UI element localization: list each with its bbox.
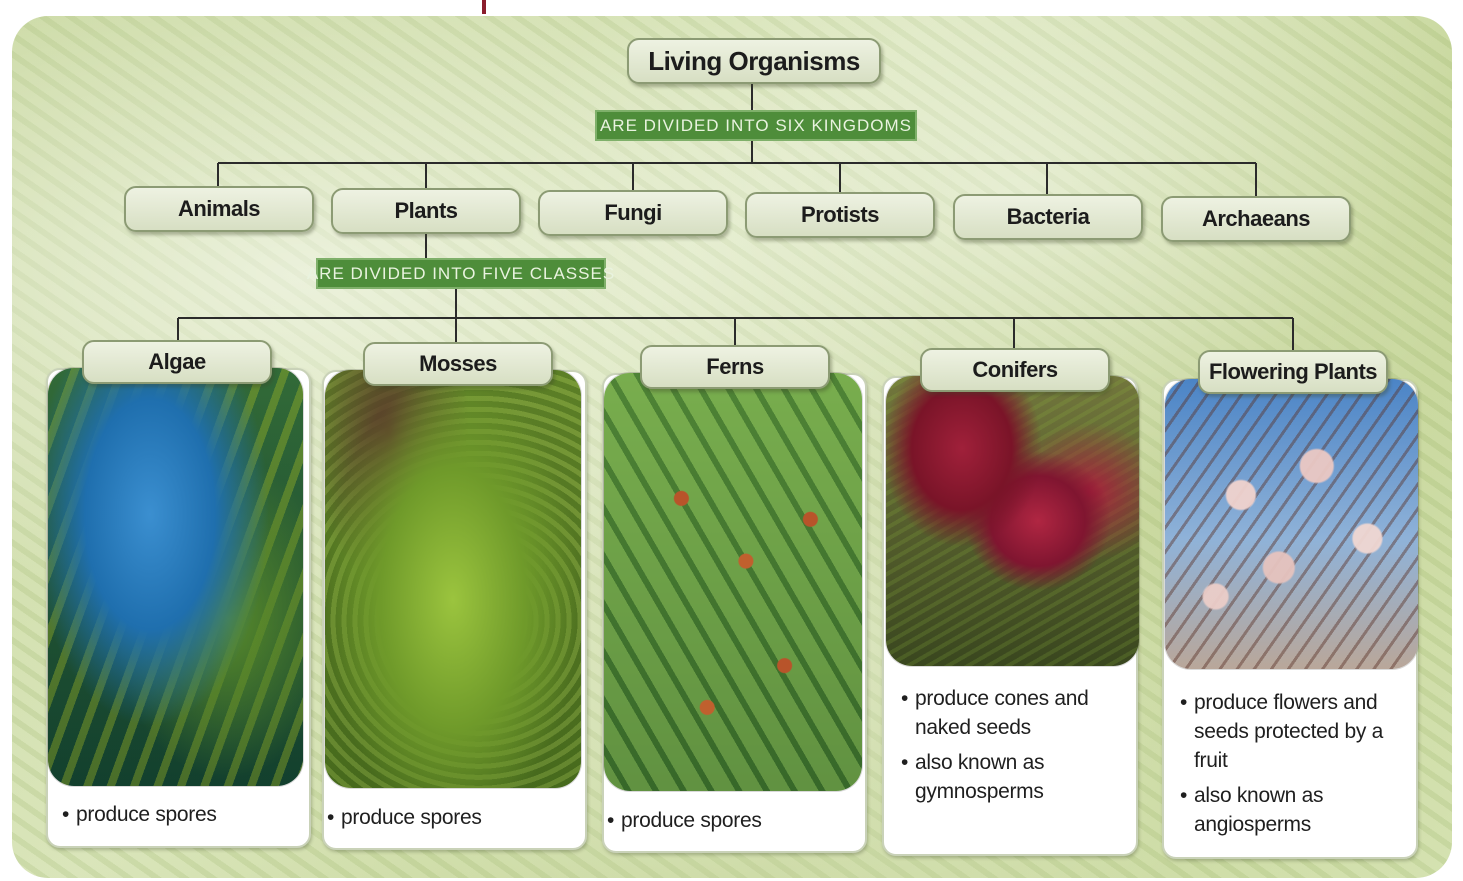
kingdom-fungi: Fungi [538,190,728,236]
classes-banner: ARE DIVIDED INTO FIVE CLASSES [316,258,606,289]
kingdom-protists: Protists [745,192,935,238]
flowering-plants-photo [1165,379,1418,669]
fact-item: produce flowers and seeds protected by a… [1180,688,1402,775]
conifers-photo [886,376,1139,666]
algae-facts: produce spores [62,800,302,835]
fact-item: produce cones and naked seeds [901,684,1123,742]
kingdom-plants: Plants [331,188,521,234]
flowering-plants-facts: produce flowers and seeds protected by a… [1180,688,1402,845]
fact-item: also known as gymnosperms [901,748,1123,806]
mosses-facts: produce spores [327,803,567,838]
class-flowering-plants: Flowering Plants [1198,350,1388,394]
kingdom-bacteria: Bacteria [953,194,1143,240]
kingdom-archaeans: Archaeans [1161,196,1351,242]
fact-item: produce spores [327,803,567,832]
ferns-photo [604,373,862,791]
conifers-facts: produce cones and naked seeds also known… [901,684,1123,812]
fact-item: produce spores [62,800,302,829]
fact-item: also known as angiosperms [1180,781,1402,839]
class-algae: Algae [82,340,272,384]
kingdom-animals: Animals [124,186,314,232]
root-node: Living Organisms [627,38,881,84]
algae-photo [48,368,303,786]
mosses-photo [325,370,581,788]
fact-item: produce spores [607,806,847,835]
ferns-facts: produce spores [607,806,847,841]
kingdoms-banner: ARE DIVIDED INTO SIX KINGDOMS [595,110,917,141]
class-conifers: Conifers [920,348,1110,392]
class-mosses: Mosses [363,342,553,386]
class-ferns: Ferns [640,345,830,389]
